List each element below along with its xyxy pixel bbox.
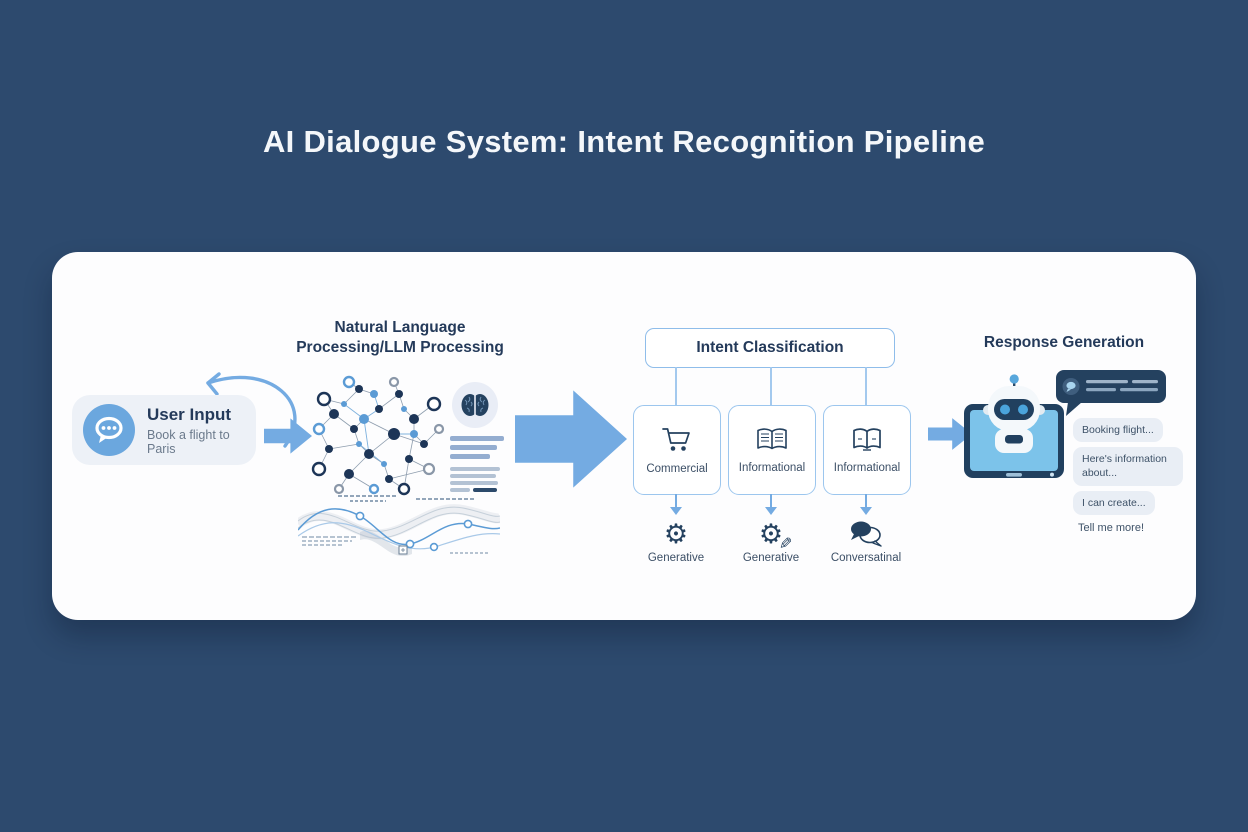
user-input-example: Book a flight to Paris [147,427,230,456]
intent-box-informational-1: Informational [728,405,816,495]
chat-messages: Booking flight... Here's information abo… [1073,418,1183,534]
intent-label: Commercial [646,462,708,475]
response-type-generative-2: ⚙ ✎ Generative [728,494,814,564]
user-input-text: User Input Book a flight to Paris [147,405,256,456]
network-graph [311,375,445,496]
connector-line [770,367,772,406]
intent-label: Informational [833,461,901,474]
intent-box-informational-2: Informational [823,405,911,495]
diagram-title: AI Dialogue System: Intent Recognition P… [262,124,985,159]
intent-classification-header: Intent Classification [645,328,895,368]
nlp-section-title: Natural Language Processing/LLM Processi… [296,319,504,357]
chat-message-bubble: Booking flight... [1073,418,1163,443]
gear-pencil-icon: ⚙ ✎ [758,518,793,554]
robot-illustration [964,374,1064,478]
down-arrow [769,494,773,507]
token-text-block [450,436,508,492]
chat-bubbles-icon [848,518,884,550]
down-arrow [674,494,678,507]
response-generation-title: Response Generation [983,334,1145,351]
book-icon [853,427,881,451]
pipeline-card: User Input Book a flight to Paris Natura… [52,252,1196,620]
chat-message-text: Tell me more! [1078,521,1145,534]
robot-speech-bubble [1056,370,1166,416]
chat-message-bubble: Here's information about... [1073,447,1183,486]
waveform-graphic [298,495,500,557]
user-input-label: User Input [147,404,232,424]
flow-arrow-main [515,390,627,488]
response-type-generative-1: ⚙ Generative [633,494,719,564]
connector-line [675,367,677,406]
intent-label: Informational [738,461,806,474]
down-arrow [864,494,868,507]
chat-bubble-icon [83,404,135,456]
response-type-conversational: Conversatinal [823,494,909,564]
gear-icon: ⚙ [663,518,689,550]
brain-icon [452,382,498,428]
connector-line [865,367,867,406]
chat-message-bubble: I can create... [1073,490,1155,515]
user-input-pill: User Input Book a flight to Paris [72,395,256,465]
response-type-label: Generative [647,552,705,564]
pencil-icon: ✎ [778,534,793,553]
open-book-icon [757,427,787,449]
shopping-cart-icon [662,427,690,451]
intent-box-commercial: Commercial [633,405,721,495]
response-type-label: Generative [742,552,800,564]
response-type-label: Conversatinal [830,552,902,564]
